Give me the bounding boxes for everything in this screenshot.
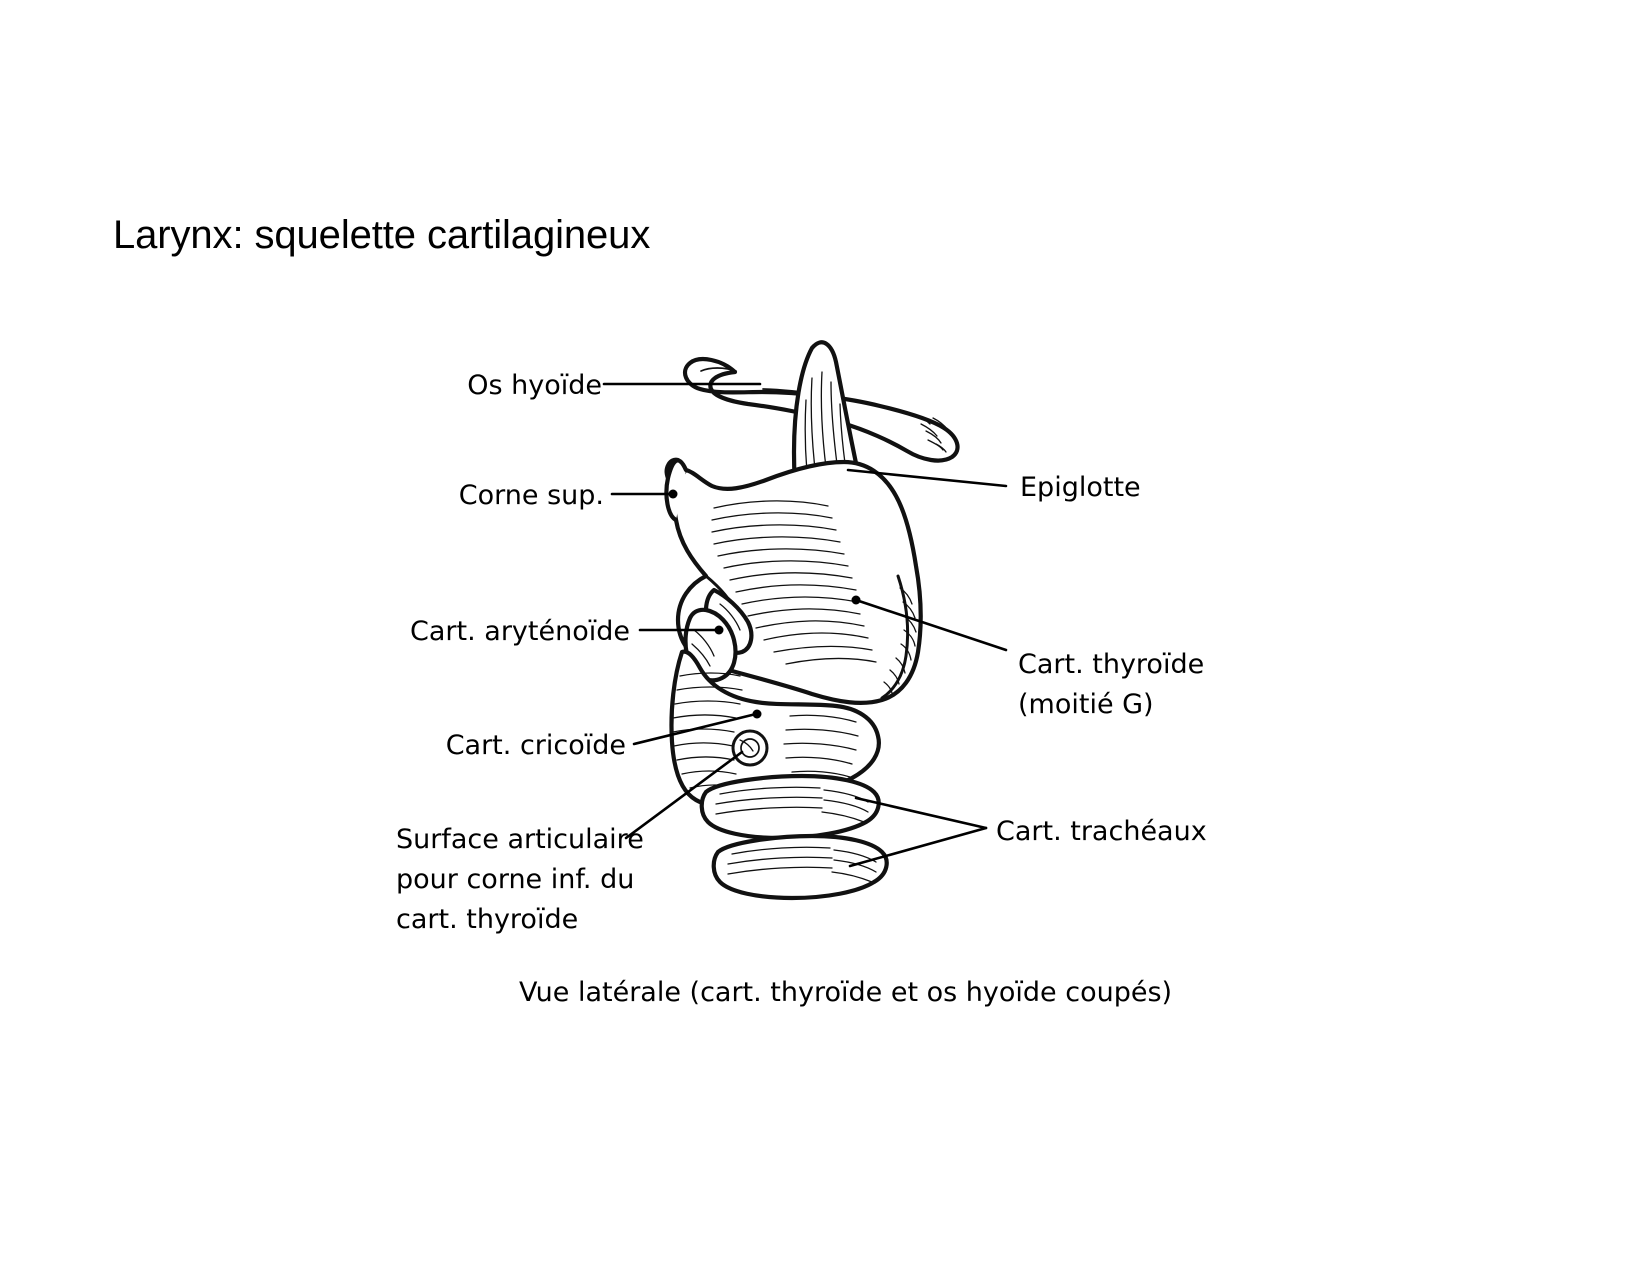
cartilage-cricoide-shape (669, 649, 881, 812)
label-cart-thyroide: Cart. thyroïde (moitié G) (1018, 649, 1205, 720)
leader-cart-arytenoide (638, 625, 724, 635)
leader-cart-cricoide (632, 709, 762, 746)
figure-caption: Vue latérale (cart. thyroïde et os hyoïd… (519, 977, 1173, 1008)
label-cart-arytenoide: Cart. aryténoïde (410, 616, 630, 647)
label-cart-tracheaux: Cart. trachéaux (996, 816, 1207, 847)
leader-cart-thyroide (851, 595, 1008, 652)
label-corne-sup: Corne sup. (458, 480, 604, 511)
label-cart-cricoide: Cart. cricoïde (445, 730, 626, 761)
label-os-hyoide: Os hyoïde (467, 370, 602, 401)
leader-corne-sup (610, 489, 678, 499)
cartilages-tracheaux-shape (699, 773, 889, 901)
leader-surface-articulaire (624, 750, 744, 840)
leader-cart-tracheaux (848, 796, 988, 868)
label-epiglotte: Epiglotte (1020, 472, 1141, 503)
page-title: Larynx: squelette cartilagineux (113, 213, 651, 257)
label-surface-articulaire: Surface articulaire pour corne inf. du c… (396, 824, 644, 935)
leader-epiglotte (846, 468, 1008, 488)
